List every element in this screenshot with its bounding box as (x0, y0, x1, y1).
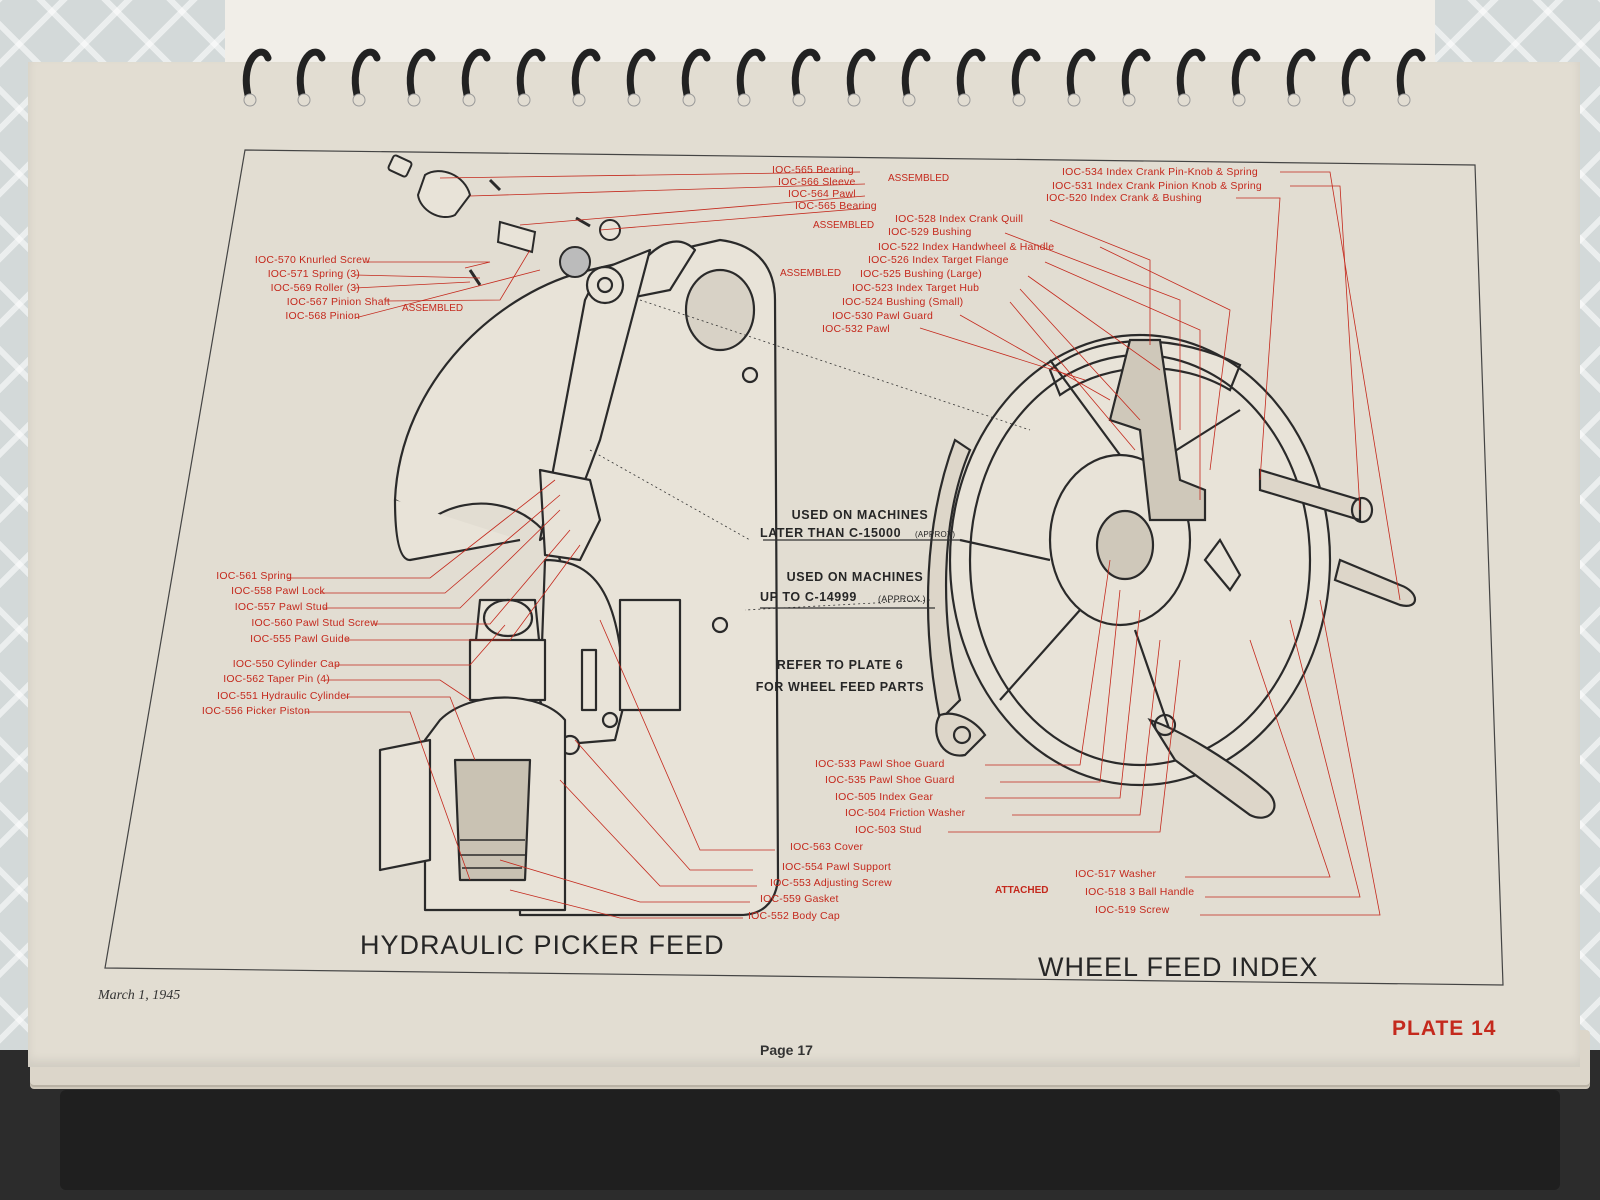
label-ioc-556: IOC-556 Picker Piston (201, 705, 310, 717)
binder-inner-panel (60, 1090, 1560, 1190)
label-ioc-551: IOC-551 Hydraulic Cylinder (217, 690, 350, 702)
picker-feed-drawing (378, 238, 780, 917)
label-ioc-534: IOC-534 Index Crank Pin-Knob & Spring (1062, 166, 1258, 178)
label-ioc-558: IOC-558 Pawl Lock (231, 585, 325, 597)
label-ioc-526: IOC-526 Index Target Flange (868, 254, 1009, 266)
label-ioc-565-bearing-2: IOC-565 Bearing (795, 200, 877, 212)
title-wheel-feed-index: WHEEL FEED INDEX (1038, 952, 1319, 982)
label-ioc-570: IOC-570 Knurled Screw (254, 254, 370, 266)
label-ioc-535: IOC-535 Pawl Shoe Guard (825, 774, 955, 786)
note-upto-line1: USED ON MACHINES (786, 570, 924, 584)
label-ioc-552: IOC-552 Body Cap (748, 910, 840, 922)
assembled-tag-target: ASSEMBLED (780, 268, 842, 279)
label-ioc-554: IOC-554 Pawl Support (782, 861, 892, 873)
label-ioc-523: IOC-523 Index Target Hub (852, 282, 980, 294)
assembled-tag-quill: ASSEMBLED (813, 220, 875, 231)
label-ioc-564: IOC-564 Pawl (788, 188, 856, 200)
label-ioc-555: IOC-555 Pawl Guide (250, 633, 350, 645)
spiral-binding (242, 48, 1426, 107)
page-number: Page 17 (760, 1042, 813, 1058)
attached-tag: ATTACHED (995, 885, 1049, 896)
label-ioc-533: IOC-533 Pawl Shoe Guard (815, 758, 945, 770)
label-ioc-561: IOC-561 Spring (216, 570, 292, 582)
label-ioc-553: IOC-553 Adjusting Screw (770, 877, 892, 889)
label-ioc-559: IOC-559 Gasket (760, 893, 839, 905)
label-ioc-530: IOC-530 Pawl Guard (832, 310, 934, 322)
label-ioc-529: IOC-529 Bushing (888, 226, 972, 238)
note-later-approx: (APPROX) (915, 530, 956, 539)
issue-date: March 1, 1945 (98, 988, 181, 1003)
label-ioc-503: IOC-503 Stud (855, 824, 922, 836)
label-ioc-569: IOC-569 Roller (3) (270, 282, 360, 294)
plate-number: PLATE 14 (1392, 1017, 1497, 1040)
label-ioc-519: IOC-519 Screw (1095, 904, 1170, 916)
label-ioc-563: IOC-563 Cover (790, 841, 864, 853)
label-ioc-525: IOC-525 Bushing (Large) (860, 268, 982, 280)
assembled-tag-pinion: ASSEMBLED (402, 303, 464, 314)
label-ioc-504: IOC-504 Friction Washer (845, 807, 966, 819)
label-ioc-550: IOC-550 Cylinder Cap (232, 658, 340, 670)
leader-lines (287, 171, 1401, 919)
plate-border (104, 149, 1504, 986)
label-ioc-518: IOC-518 3 Ball Handle (1085, 886, 1195, 898)
note-upto-approx: (APPROX.) (878, 594, 926, 604)
label-ioc-524: IOC-524 Bushing (Small) (842, 296, 964, 308)
label-ioc-557: IOC-557 Pawl Stud (234, 601, 328, 613)
label-ioc-565-bearing: IOC-565 Bearing (772, 164, 854, 176)
label-ioc-532: IOC-532 Pawl (822, 323, 890, 335)
note-refer-line1: REFER TO PLATE 6 (776, 658, 904, 672)
wheel-feed-drawing (926, 333, 1417, 819)
title-hydraulic-picker-feed: HYDRAULIC PICKER FEED (360, 930, 725, 960)
note-refer-line2: FOR WHEEL FEED PARTS (755, 680, 925, 694)
note-upto-line2: UP TO C-14999 (760, 590, 857, 604)
label-ioc-522: IOC-522 Index Handwheel & Handle (878, 241, 1055, 253)
label-ioc-571: IOC-571 Spring (3) (267, 268, 360, 280)
assembled-tag-bearing: ASSEMBLED (888, 173, 950, 184)
label-ioc-517: IOC-517 Washer (1075, 868, 1157, 880)
label-ioc-505: IOC-505 Index Gear (835, 791, 934, 803)
label-ioc-528: IOC-528 Index Crank Quill (895, 213, 1024, 225)
label-ioc-531: IOC-531 Index Crank Pinion Knob & Spring (1052, 180, 1262, 192)
note-later-line2: LATER THAN C-15000 (760, 526, 902, 540)
label-ioc-568: IOC-568 Pinion (285, 310, 360, 322)
label-ioc-520: IOC-520 Index Crank & Bushing (1046, 192, 1202, 204)
label-ioc-560: IOC-560 Pawl Stud Screw (251, 617, 378, 629)
note-later-line1: USED ON MACHINES (791, 508, 929, 522)
label-ioc-562: IOC-562 Taper Pin (4) (223, 673, 330, 685)
label-ioc-567: IOC-567 Pinion Shaft (286, 296, 390, 308)
label-ioc-566: IOC-566 Sleeve (778, 176, 856, 188)
